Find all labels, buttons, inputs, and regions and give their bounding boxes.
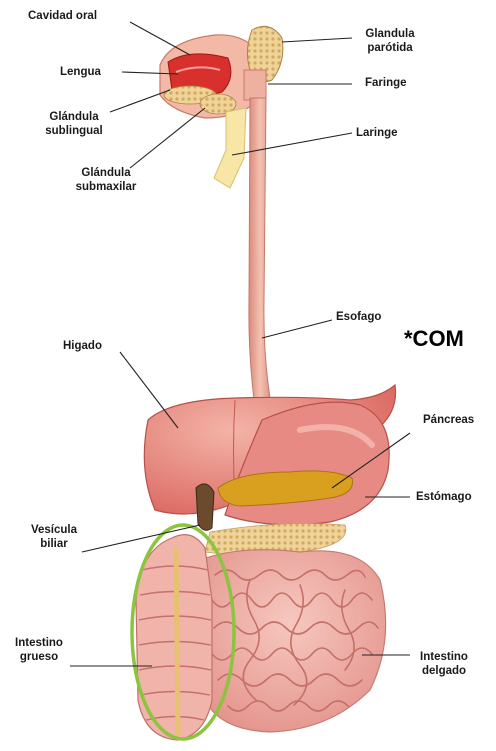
label-glandula-submaxilar: Glándula submaxilar [63,166,149,194]
label-glandula-parotida: Glandula parótida [352,27,428,55]
label-cavidad-oral: Cavidad oral [28,9,97,23]
label-estomago: Estómago [416,490,472,504]
label-glandula-sublingual: Glándula sublingual [38,110,110,138]
label-intestino-delgado: Intestino delgado [408,650,480,678]
annotation-com: *COM [404,326,464,352]
pharynx [244,70,266,100]
label-intestino-grueso: Intestino grueso [4,636,74,664]
gallbladder [196,484,214,530]
label-pancreas: Páncreas [423,413,474,427]
label-vesicula-biliar: Vesícula biliar [22,523,86,551]
label-higado: Higado [63,339,102,353]
larynx [214,108,246,188]
label-esofago: Esofago [336,310,381,324]
label-faringe: Faringe [365,76,407,90]
esophagus [249,98,272,414]
label-lengua: Lengua [60,65,101,79]
label-laringe: Laringe [356,126,398,140]
small-intestine [196,550,386,732]
